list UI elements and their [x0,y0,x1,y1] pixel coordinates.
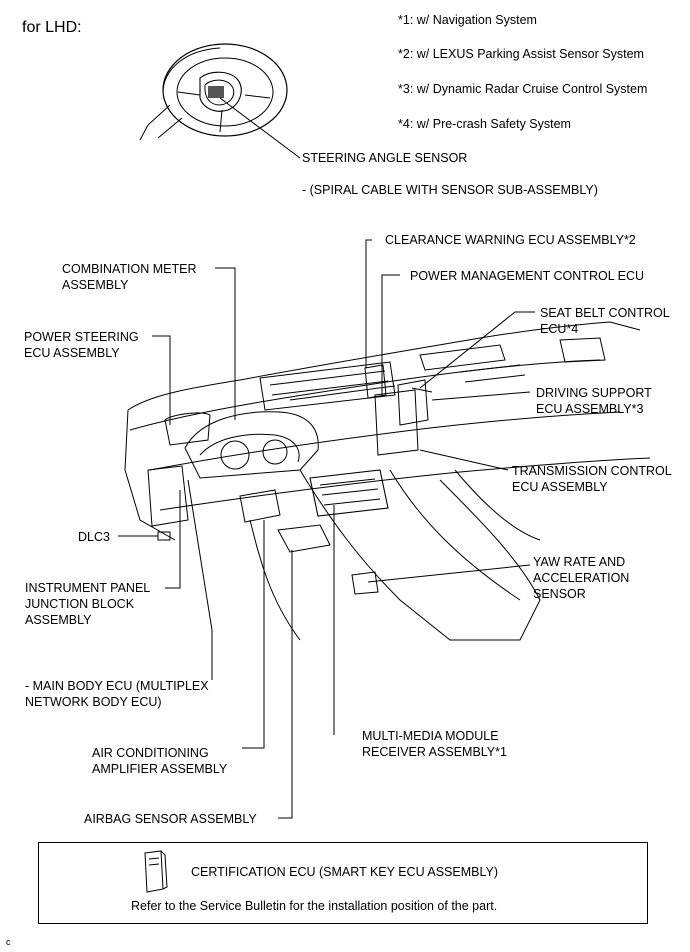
label-dlc3: DLC3 [78,530,110,544]
footnote-1: *1: w/ Navigation System [398,13,537,27]
label-main-body-ecu-line2: NETWORK BODY ECU) [25,695,162,709]
label-multimedia-line2: RECEIVER ASSEMBLY*1 [362,745,507,759]
label-multimedia-line1: MULTI-MEDIA MODULE [362,729,499,743]
label-driving-support-line2: ECU ASSEMBLY*3 [536,402,644,416]
label-airbag-sensor: AIRBAG SENSOR ASSEMBLY [84,812,257,826]
footnote-3: *3: w/ Dynamic Radar Cruise Control Syst… [398,82,648,96]
certification-ecu-label: CERTIFICATION ECU (SMART KEY ECU ASSEMBL… [191,865,499,879]
label-combination-meter-line1: COMBINATION METER [62,262,197,276]
installation-note: Refer to the Service Bulletin for the in… [131,899,498,913]
corner-mark: c [6,937,11,947]
footnote-4: *4: w/ Pre-crash Safety System [398,117,571,131]
instrument-panel-illustration [124,321,651,641]
label-transmission-line1: TRANSMISSION CONTROL [512,464,672,478]
footnote-2: *2: w/ LEXUS Parking Assist Sensor Syste… [398,47,644,61]
label-air-conditioning-line2: AMPLIFIER ASSEMBLY [92,762,228,776]
label-yaw-rate-line1: YAW RATE AND [533,555,626,569]
label-steering-angle-sensor: STEERING ANGLE SENSOR [302,151,468,165]
label-main-body-ecu-line1: - MAIN BODY ECU (MULTIPLEX [25,679,209,693]
label-air-conditioning-line1: AIR CONDITIONING [92,746,209,760]
label-power-steering-line2: ECU ASSEMBLY [24,346,120,360]
label-clearance-warning-ecu: CLEARANCE WARNING ECU ASSEMBLY*2 [385,233,636,247]
certification-ecu-note-box: CERTIFICATION ECU (SMART KEY ECU ASSEMBL… [38,842,648,924]
vehicle-variant-label: for LHD: [22,19,82,36]
label-driving-support-line1: DRIVING SUPPORT [536,386,652,400]
label-ip-junction-line2: JUNCTION BLOCK [25,597,135,611]
label-yaw-rate-line2: ACCELERATION [533,571,630,585]
label-spiral-cable: - (SPIRAL CABLE WITH SENSOR SUB-ASSEMBLY… [302,183,598,197]
certification-ecu-icon [144,850,168,893]
label-combination-meter-line2: ASSEMBLY [62,278,129,292]
label-ip-junction-line3: ASSEMBLY [25,613,92,627]
label-ip-junction-line1: INSTRUMENT PANEL [25,581,151,595]
label-seat-belt-ecu-line1: SEAT BELT CONTROL [540,306,670,320]
steering-wheel-illustration [139,43,288,141]
label-yaw-rate-line3: SENSOR [533,587,586,601]
label-seat-belt-ecu-line2: ECU*4 [540,322,579,336]
leader-lines [118,97,535,819]
label-transmission-line2: ECU ASSEMBLY [512,480,608,494]
label-power-steering-line1: POWER STEERING [24,330,139,344]
label-power-management-ecu: POWER MANAGEMENT CONTROL ECU [410,269,645,283]
